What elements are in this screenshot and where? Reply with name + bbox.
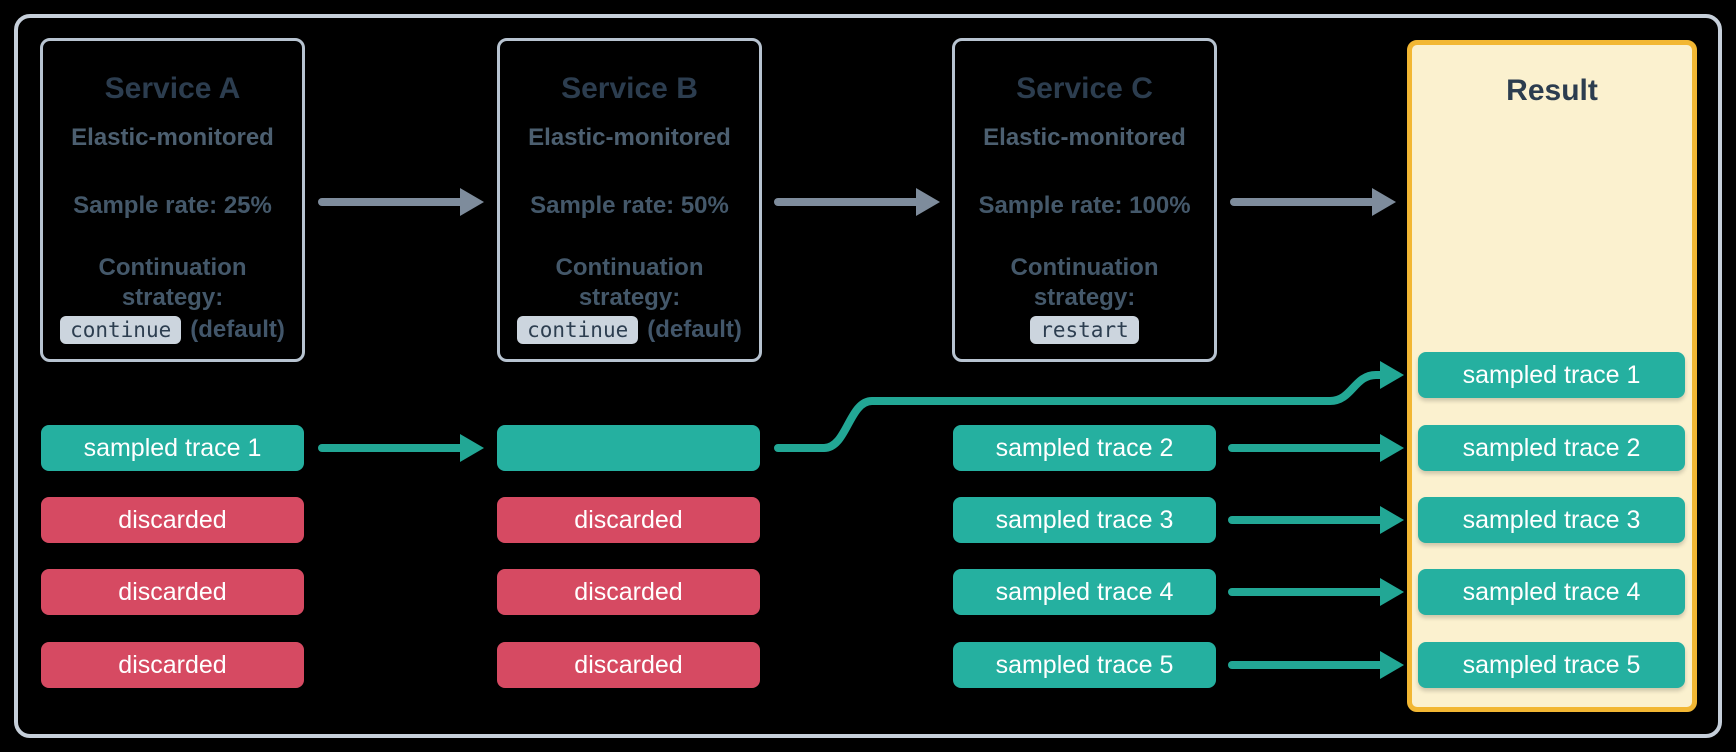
service-c-trace-sampled-4: sampled trace 4: [953, 569, 1216, 615]
result-pill-sampled-trace-5: sampled trace 5: [1418, 642, 1685, 688]
service-a-trace-sampled-1: sampled trace 1: [41, 425, 304, 471]
service-c-box: Service C Elastic-monitored Sample rate:…: [952, 38, 1217, 362]
service-c-trace-sampled-5: sampled trace 5: [953, 642, 1216, 688]
service-b-sample-rate: Sample rate: 50%: [530, 192, 729, 219]
service-c-trace-sampled-2: sampled trace 2: [953, 425, 1216, 471]
service-a-trace-discarded-2: discarded: [41, 569, 304, 615]
service-b-strategy-label: Continuation strategy:: [555, 254, 704, 311]
service-a-box: Service A Elastic-monitored Sample rate:…: [40, 38, 305, 362]
service-a-strategy-chip: continue: [60, 316, 182, 344]
service-a-title: Service A: [104, 72, 241, 105]
service-c-strategy-line: restart: [1030, 316, 1139, 344]
service-b-strategy-suffix: (default): [647, 316, 742, 343]
service-b-monitor-label: Elastic-monitored: [528, 124, 731, 151]
service-c-monitor-label: Elastic-monitored: [983, 124, 1186, 151]
service-a-sample-rate: Sample rate: 25%: [73, 192, 272, 219]
service-b-trace-sampled-unlabeled: [497, 425, 760, 471]
service-c-sample-rate: Sample rate: 100%: [978, 192, 1191, 219]
service-a-strategy-suffix: (default): [190, 316, 285, 343]
service-a-trace-discarded-3: discarded: [41, 642, 304, 688]
service-b-strategy-chip: continue: [517, 316, 639, 344]
result-pill-sampled-trace-2: sampled trace 2: [1418, 425, 1685, 471]
service-c-strategy-chip: restart: [1030, 316, 1139, 344]
service-b-trace-discarded-2: discarded: [497, 569, 760, 615]
result-pill-sampled-trace-4: sampled trace 4: [1418, 569, 1685, 615]
service-a-strategy-line: continue (default): [60, 316, 285, 344]
result-title: Result: [1506, 74, 1598, 107]
result-pill-sampled-trace-3: sampled trace 3: [1418, 497, 1685, 543]
service-b-trace-discarded-3: discarded: [497, 642, 760, 688]
diagram-outer-frame: [14, 14, 1722, 738]
service-b-title: Service B: [561, 72, 698, 105]
service-b-strategy-line: continue (default): [517, 316, 742, 344]
service-a-strategy-label: Continuation strategy:: [98, 254, 247, 311]
service-c-strategy-label: Continuation strategy:: [1010, 254, 1159, 311]
service-a-trace-discarded-1: discarded: [41, 497, 304, 543]
service-c-trace-sampled-3: sampled trace 3: [953, 497, 1216, 543]
result-box: Result sampled trace 1 sampled trace 2 s…: [1407, 40, 1697, 712]
service-c-title: Service C: [1016, 72, 1153, 105]
result-pill-sampled-trace-1: sampled trace 1: [1418, 352, 1685, 398]
service-b-box: Service B Elastic-monitored Sample rate:…: [497, 38, 762, 362]
service-a-monitor-label: Elastic-monitored: [71, 124, 274, 151]
service-b-trace-discarded-1: discarded: [497, 497, 760, 543]
